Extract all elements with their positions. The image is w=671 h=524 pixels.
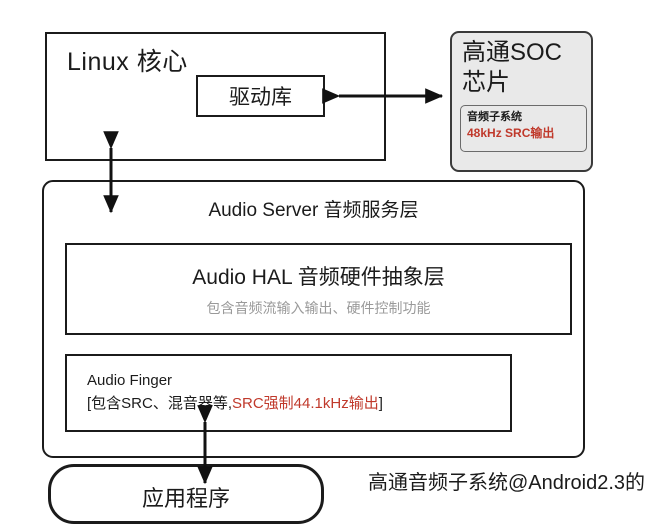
diagram-caption: 高通音频子系统@Android2.3的 <box>368 472 646 494</box>
diagram-canvas: Linux 核心 驱动库 高通SOC 芯片 音频子系统 48kHz SRC输出 … <box>42 31 645 524</box>
driver-library-box: 驱动库 <box>196 75 325 117</box>
audio-server-box: Audio Server 音频服务层 Audio HAL 音频硬件抽象层 包含音… <box>42 180 585 458</box>
audio-subsystem-box: 音频子系统 48kHz SRC输出 <box>460 105 587 152</box>
audio-server-title: Audio Server 音频服务层 <box>208 200 419 221</box>
qualcomm-soc-title: 高通SOC 芯片 <box>462 39 563 96</box>
audio-finger-detail-suffix: ] <box>378 395 383 412</box>
audio-subsystem-label: 音频子系统 <box>467 111 522 123</box>
audio-finger-title: Audio Finger <box>87 372 173 389</box>
audio-hal-subtitle: 包含音频流输入输出、硬件控制功能 <box>206 299 431 316</box>
audio-finger-detail: [包含SRC、混音器等,SRC强制44.1kHz输出] <box>87 392 510 415</box>
audio-hal-box: Audio HAL 音频硬件抽象层 包含音频流输入输出、硬件控制功能 <box>65 243 572 335</box>
audio-subsystem-rate: 48kHz SRC输出 <box>467 126 555 140</box>
application-layer-box: 应用程序 <box>48 464 324 524</box>
audio-finger-box: Audio Finger [包含SRC、混音器等,SRC强制44.1kHz输出] <box>65 354 512 432</box>
audio-finger-detail-accent: SRC强制44.1kHz输出 <box>232 395 379 412</box>
qualcomm-soc-box: 高通SOC 芯片 音频子系统 48kHz SRC输出 <box>450 31 593 172</box>
audio-finger-detail-prefix: [包含SRC、混音器等, <box>87 395 233 412</box>
driver-library-label: 驱动库 <box>229 86 292 109</box>
linux-kernel-title: Linux 核心 <box>67 48 188 76</box>
audio-hal-title: Audio HAL 音频硬件抽象层 <box>192 265 445 289</box>
application-layer-label: 应用程序 <box>141 486 230 511</box>
